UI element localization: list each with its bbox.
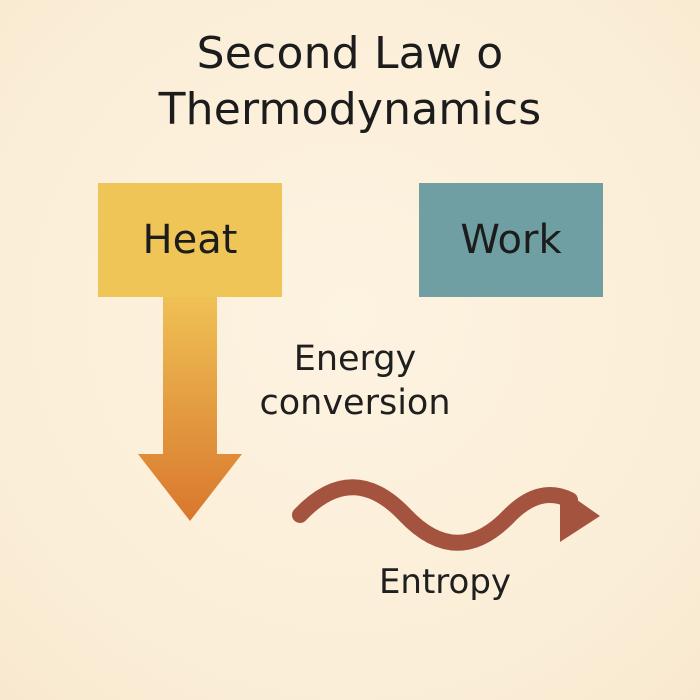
title-line-1: Second Law o (196, 28, 504, 79)
entropy-label: Entropy (378, 562, 512, 602)
heat-down-arrow (138, 296, 242, 521)
energy-conversion-label: Energy conversion (240, 337, 470, 425)
energy-label-line-2: conversion (259, 383, 451, 423)
heat-box: Heat (98, 183, 282, 297)
entropy-wavy-arrow (292, 479, 578, 551)
work-label: Work (460, 217, 562, 263)
work-box: Work (419, 183, 603, 297)
diagram-title: Second Law o Thermodynamics (0, 26, 700, 138)
energy-label-line-1: Energy (293, 339, 417, 379)
heat-label: Heat (142, 217, 238, 263)
title-line-2: Thermodynamics (158, 84, 542, 135)
entropy-arrow-head (560, 488, 600, 542)
